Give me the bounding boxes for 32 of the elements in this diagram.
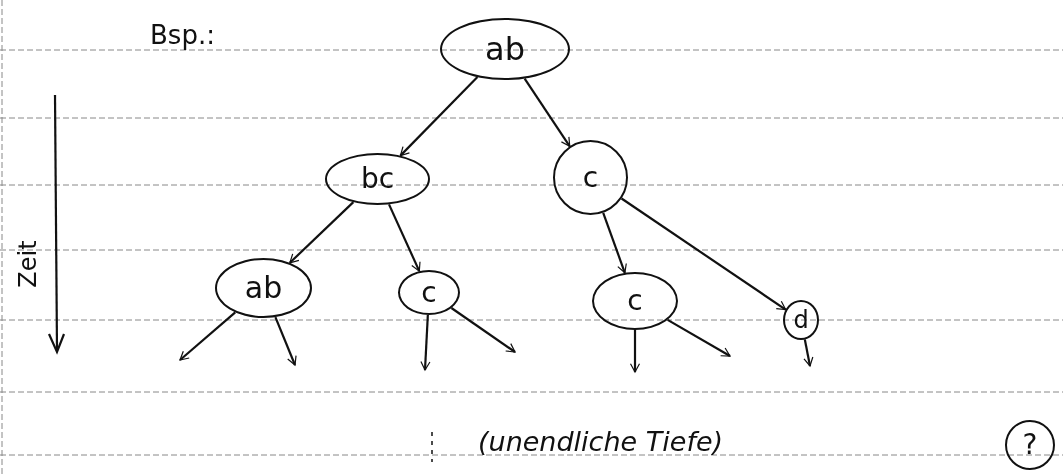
arrow — [450, 307, 516, 353]
example-label: Bsp.: — [150, 22, 215, 48]
note-text: (unendliche Tiefe) — [478, 428, 724, 455]
node-text: ab — [485, 33, 525, 65]
ellipse-node — [1005, 420, 1055, 470]
node-text: c — [627, 287, 643, 315]
ellipse-node — [592, 272, 678, 330]
arrow — [274, 316, 297, 366]
arrow — [629, 330, 641, 373]
arrow — [179, 311, 236, 361]
ellipse-node — [440, 18, 570, 80]
ellipse-node — [325, 153, 430, 205]
node-text: ? — [1022, 431, 1038, 459]
arrow — [620, 197, 787, 311]
axis-label: Zeit — [15, 240, 40, 288]
ellipse-node — [215, 258, 312, 318]
node-text: c — [582, 163, 599, 192]
arrow — [399, 76, 479, 157]
arrow — [602, 212, 627, 274]
arrow — [420, 314, 431, 371]
arrow — [667, 318, 731, 357]
ellipse-node — [553, 140, 628, 215]
ellipse-node — [783, 300, 819, 340]
node-text: bc — [360, 165, 395, 193]
ellipse-node — [398, 270, 460, 315]
arrow — [523, 77, 571, 147]
arrow — [289, 201, 355, 264]
node-text: c — [421, 278, 437, 307]
node-text: d — [793, 308, 809, 332]
arrow — [388, 203, 421, 272]
arrow — [803, 339, 814, 367]
node-text: ab — [244, 273, 283, 303]
